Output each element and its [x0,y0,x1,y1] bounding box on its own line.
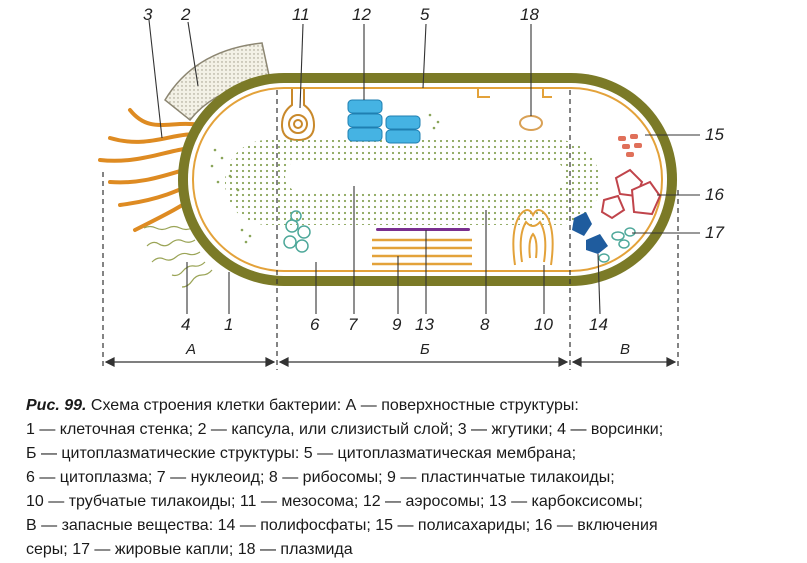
segment-arrows [104,357,677,367]
caption-line: Б — цитоплазматические структуры: 5 — ци… [26,445,577,462]
label-15: 15 [705,125,724,144]
label-13: 13 [415,315,434,334]
bacterial-cell-diagram: 3 2 11 12 5 18 15 16 17 4 1 6 7 9 13 8 1… [98,5,724,370]
caption-line: В — запасные вещества: 14 — полифосфаты;… [26,517,658,534]
label-1: 1 [224,315,233,334]
segment-dividers [102,90,679,370]
lipid-droplets-right [598,227,636,263]
cytoplasmic-membrane [192,87,663,272]
label-4: 4 [181,315,190,334]
carboxysomes [376,228,470,231]
polyphosphates [572,212,608,254]
nucleoid [285,160,565,192]
membrane-fold [477,89,490,98]
segment-c-label: В [620,341,630,358]
tubular-thylakoids [512,209,554,266]
label-2: 2 [180,5,191,24]
label-10: 10 [534,315,553,334]
segment-b-label: Б [420,341,430,358]
figure-number: Рис. 99. [26,397,87,414]
membrane-fold [542,89,552,98]
label-9: 9 [392,315,402,334]
caption-line: 10 — трубчатые тилакоиды; 11 — мезосома;… [26,493,643,510]
label-14: 14 [589,315,608,334]
lipid-droplets [283,210,311,253]
caption-text: Схема строения клетки бактерии: А — пове… [86,397,579,414]
label-16: 16 [705,185,724,204]
aerosomes [347,99,421,144]
label-17: 17 [705,223,724,242]
leader-lines [148,19,700,315]
sulfur-inclusions [600,168,662,220]
segment-a-label: А [185,341,196,358]
label-18: 18 [520,5,539,24]
caption-line: серы; 17 — жировые капли; 18 — плазмида [26,541,353,558]
figure-caption: Рис. 99. Схема строения клетки бактерии:… [26,394,796,562]
label-11: 11 [292,5,310,24]
label-8: 8 [480,315,490,334]
polysaccharides [618,134,642,157]
lamellar-thylakoids [372,238,472,266]
capsule [164,42,271,122]
label-3: 3 [143,5,153,24]
label-6: 6 [310,315,320,334]
caption-line: 1 — клеточная стенка; 2 — капсула, или с… [26,421,664,438]
label-12: 12 [352,5,371,24]
scattered-ribosomes [210,113,440,244]
label-5: 5 [420,5,430,24]
label-7: 7 [348,315,358,334]
caption-line: Рис. 99. Схема строения клетки бактерии:… [26,394,796,418]
caption-line: 6 — цитоплазма; 7 — нуклеоид; 8 — рибосо… [26,469,615,486]
